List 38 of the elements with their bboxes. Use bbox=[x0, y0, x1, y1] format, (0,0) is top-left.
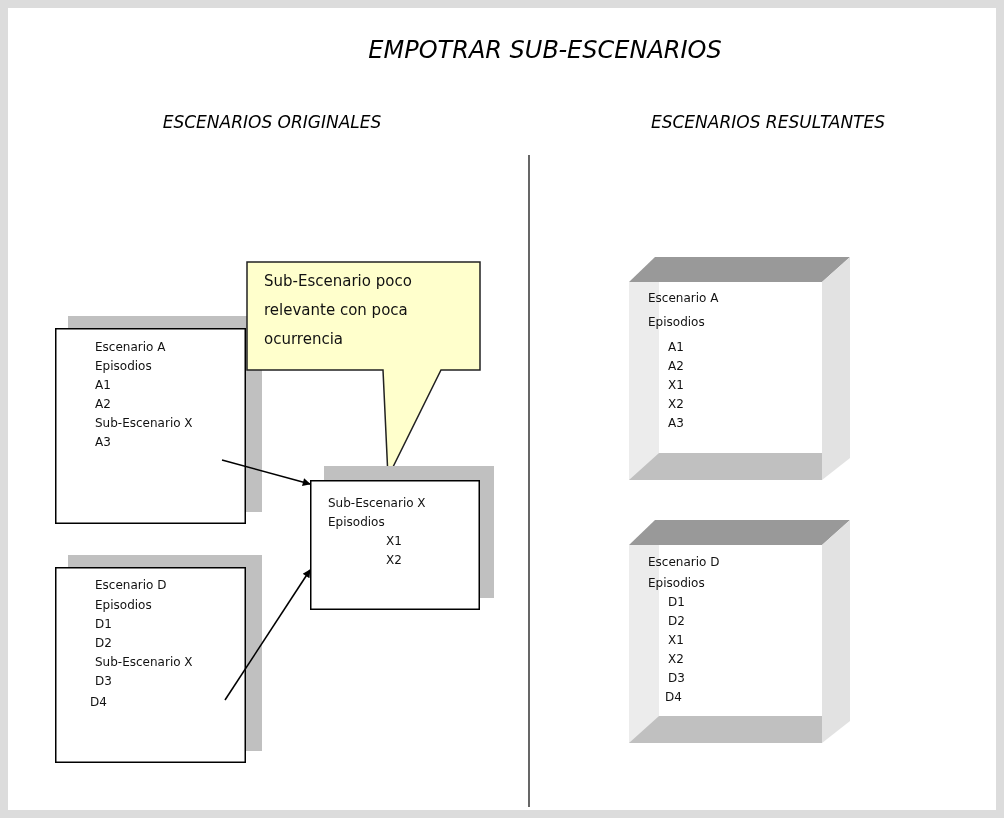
node-text: D1 bbox=[95, 617, 112, 632]
node-text: Escenario A bbox=[95, 340, 166, 355]
callout-text: Sub-Escenario poco relevante con poca ocurrencia bbox=[264, 271, 413, 350]
node-text: Sub-Escenario X bbox=[328, 496, 426, 511]
node-text: A3 bbox=[668, 416, 684, 431]
arrow bbox=[224, 569, 311, 701]
node-text: A2 bbox=[95, 397, 111, 412]
node-text: A1 bbox=[95, 378, 111, 393]
arrow bbox=[221, 459, 311, 486]
node-text: D3 bbox=[95, 674, 112, 689]
diagram-title: EMPOTRAR SUB-ESCENARIOS bbox=[368, 36, 722, 64]
node-text: X2 bbox=[386, 553, 402, 568]
node-text: A2 bbox=[668, 359, 684, 374]
node-text: Sub-Escenario X bbox=[95, 655, 193, 670]
node-text: Episodios bbox=[648, 315, 705, 330]
node-text: Escenario D bbox=[95, 578, 167, 593]
node-text: Episodios bbox=[95, 359, 152, 374]
node-text: X1 bbox=[668, 633, 684, 648]
node-text: Episodios bbox=[95, 598, 152, 613]
node-text: D2 bbox=[668, 614, 685, 629]
node-text: A1 bbox=[668, 340, 684, 355]
node-text: D4 bbox=[665, 690, 682, 705]
node-text: D1 bbox=[668, 595, 685, 610]
node-text: Sub-Escenario X bbox=[95, 416, 193, 431]
node-text: Escenario A bbox=[648, 291, 719, 306]
section-heading: ESCENARIOS ORIGINALES bbox=[162, 112, 382, 132]
node-text: D2 bbox=[95, 636, 112, 651]
node-text: Episodios bbox=[648, 576, 705, 591]
node-text: Escenario D bbox=[648, 555, 720, 570]
node-text: D3 bbox=[668, 671, 685, 686]
section-heading: ESCENARIOS RESULTANTES bbox=[650, 112, 886, 132]
node-text: X2 bbox=[668, 397, 684, 412]
node-text: Episodios bbox=[328, 515, 385, 530]
node-text: X2 bbox=[668, 652, 684, 667]
node-text: D4 bbox=[90, 695, 107, 710]
node-text: A3 bbox=[95, 435, 111, 450]
node-text: X1 bbox=[668, 378, 684, 393]
node-text: X1 bbox=[386, 534, 402, 549]
